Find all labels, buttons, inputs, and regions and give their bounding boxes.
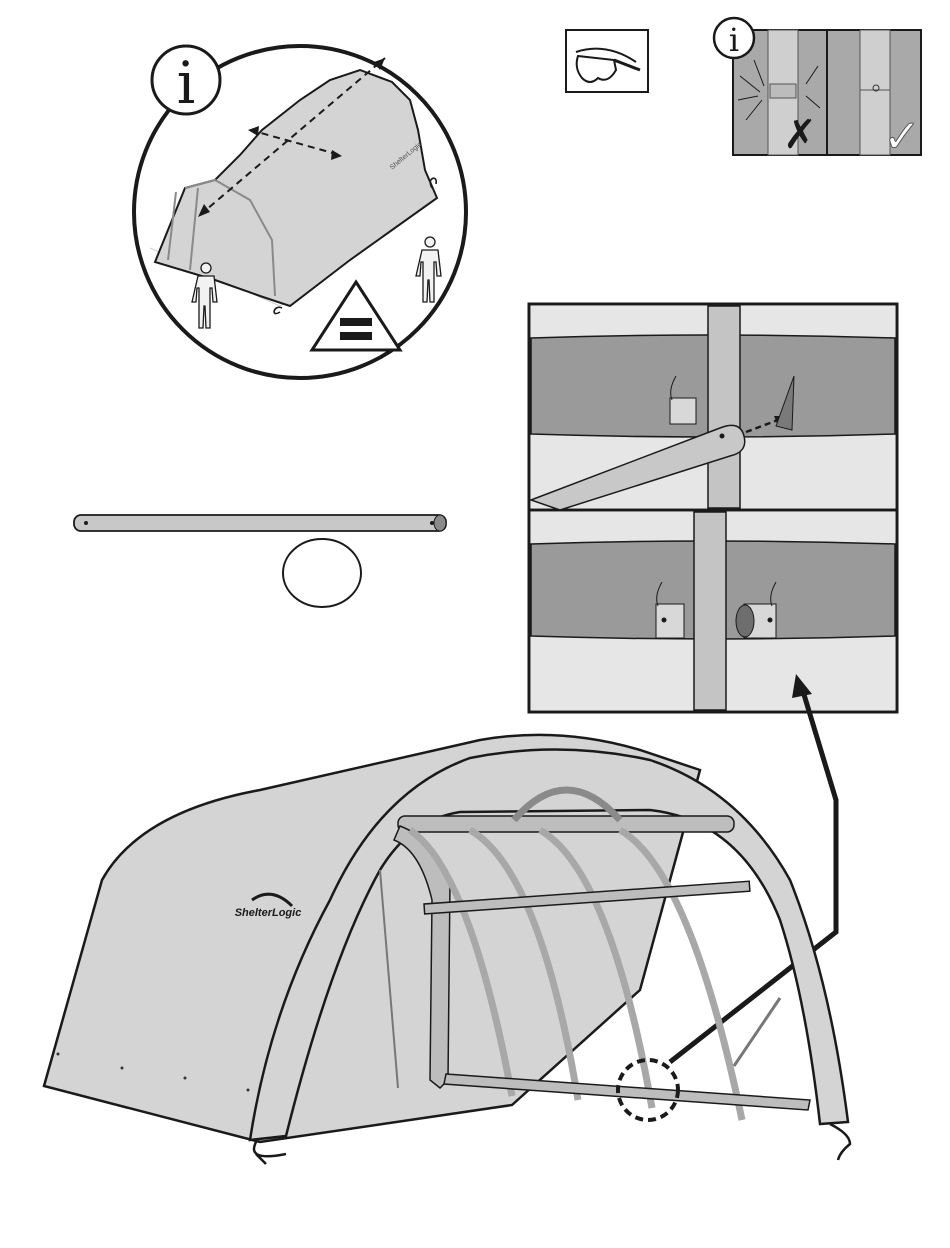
quantity-circle (283, 539, 361, 607)
wrong-mark: ✗ (783, 113, 817, 157)
shelter-main: ShelterLogic (44, 735, 850, 1164)
info-icon: i (714, 18, 754, 59)
tube-part (74, 515, 446, 531)
info-letter: i (729, 21, 739, 59)
info-letter: i (177, 49, 196, 117)
right-mark: ✓ (883, 110, 922, 162)
brand-text: ShelterLogic (235, 907, 302, 919)
wrong-x-icon: ✗ (783, 113, 817, 157)
safety-glasses-icon (566, 30, 648, 92)
correct-check-icon: ✓ (883, 110, 922, 162)
connection-detail (529, 304, 897, 712)
pole-fit-comparison: ✗ ✓ i (714, 18, 921, 162)
cover-unfold-detail: ShelterLogic i (134, 46, 466, 378)
